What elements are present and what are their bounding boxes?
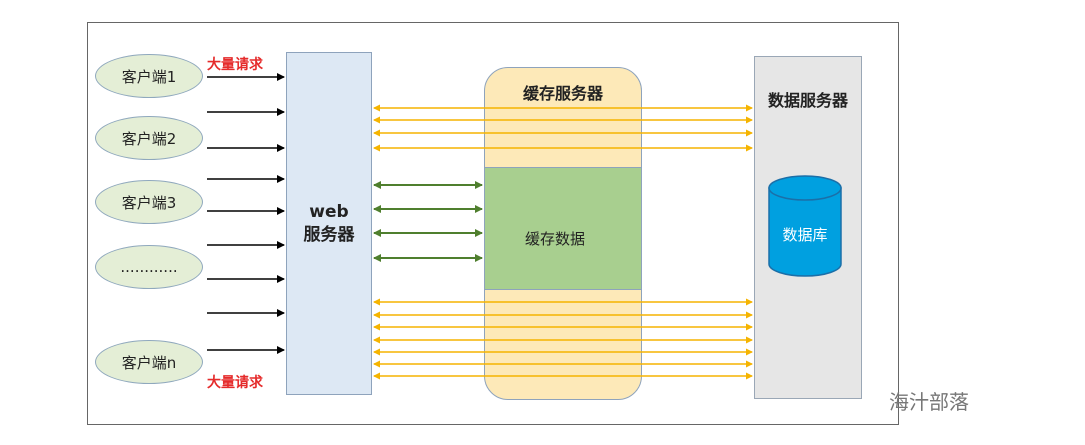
cache-data-region: 缓存数据: [485, 167, 641, 290]
web-db-arrows-bottom: [373, 298, 753, 380]
web-server-label-line2: 服务器: [303, 224, 355, 245]
client-request-arrows: [207, 73, 285, 354]
watermark: 海汁部落: [889, 390, 969, 414]
client-label: ............: [120, 258, 178, 276]
web-cache-arrows: [373, 181, 483, 262]
client-label: 客户端1: [121, 67, 177, 86]
database-label: 数据库: [782, 226, 828, 244]
database-cylinder-icon: [768, 175, 842, 277]
client-label: 客户端3: [121, 193, 177, 212]
request-label-top: 大量请求: [207, 57, 263, 73]
client-node: ............: [95, 245, 203, 289]
web-db-arrows-top: [373, 104, 753, 152]
client-node: 客户端n: [95, 340, 203, 384]
request-label-bottom: 大量请求: [207, 375, 263, 391]
client-node: 客户端1: [95, 54, 203, 98]
data-server-title: 数据服务器: [767, 91, 848, 110]
client-label: 客户端2: [121, 129, 177, 148]
cache-data-label: 缓存数据: [525, 230, 586, 248]
client-node: 客户端3: [95, 180, 203, 224]
client-label: 客户端n: [121, 353, 177, 372]
web-server-label-line1: web: [309, 202, 349, 223]
web-server-box: web 服务器: [286, 52, 372, 395]
client-node: 客户端2: [95, 116, 203, 160]
cache-server-title: 缓存服务器: [522, 84, 603, 103]
diagram-frame: [87, 22, 899, 425]
